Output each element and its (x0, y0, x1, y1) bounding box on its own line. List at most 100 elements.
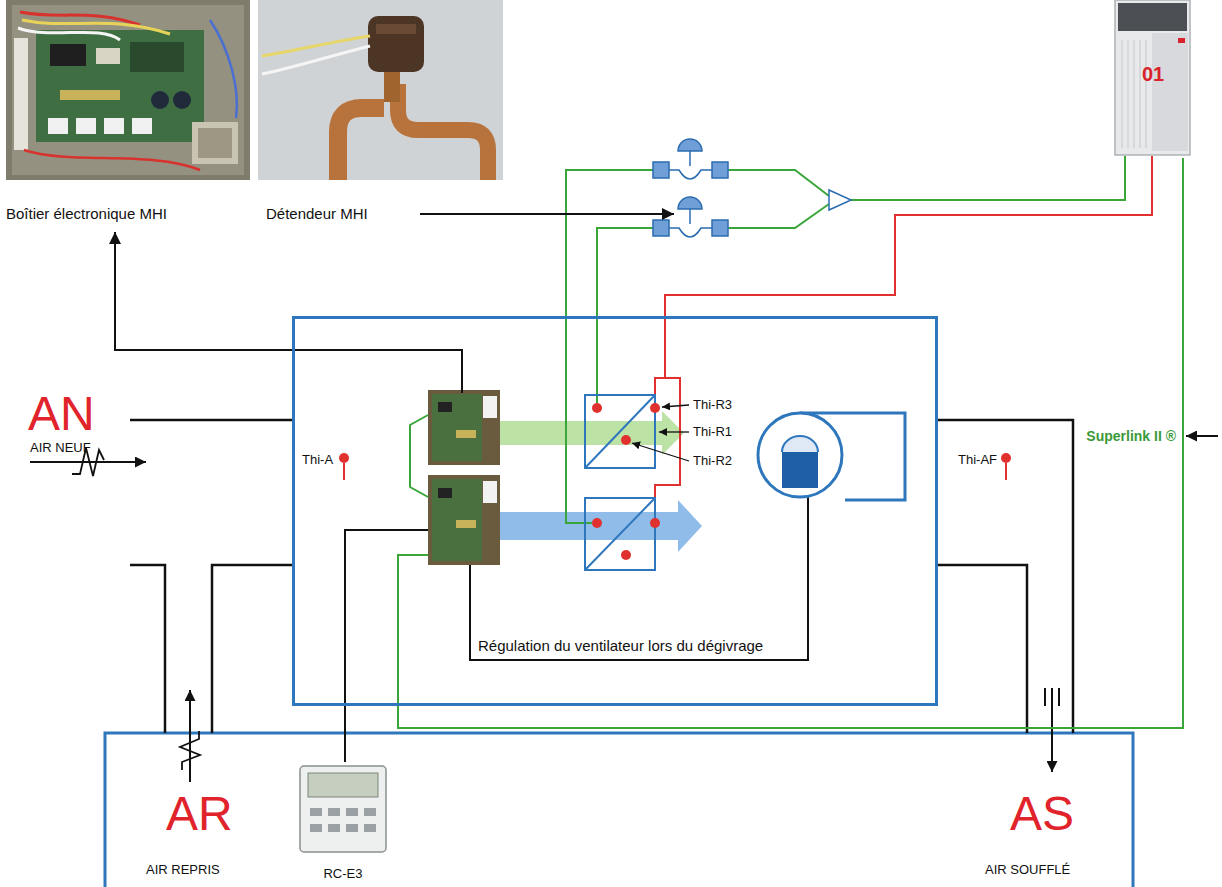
pcb-photo (132, 118, 152, 134)
air-arrow (500, 500, 702, 552)
duct-lines (212, 565, 292, 733)
valve-symbol (678, 197, 702, 209)
valve-photo (398, 84, 488, 180)
remote-controller (364, 824, 376, 832)
valve-symbol (689, 208, 691, 224)
sensor-dot (592, 403, 602, 413)
node-text: 01 (1142, 62, 1164, 86)
pcb-board (428, 475, 500, 565)
connector (344, 706, 346, 762)
pcb-photo (6, 0, 250, 180)
outdoor-unit (1122, 40, 1146, 148)
remote-controller (310, 808, 322, 816)
remote-controller (300, 766, 386, 852)
valve-symbol (653, 220, 669, 236)
leader-line (632, 443, 689, 461)
pcb-photo (198, 128, 232, 158)
valve-photo (262, 36, 370, 56)
sensor-dot (592, 518, 602, 528)
pcb-photo (192, 122, 238, 164)
fan-symbol (758, 413, 905, 500)
air-caption: AIR REPRIS (146, 862, 220, 878)
control-wire (295, 350, 808, 703)
sensor-dot (650, 403, 660, 413)
coil-exchanger (585, 498, 655, 570)
fan-symbol (782, 452, 818, 488)
remote-box: RC-E3 (296, 762, 390, 887)
remote-controller (346, 808, 358, 816)
refrigerant-pipe (728, 204, 829, 228)
node-text: RC-E3 (323, 866, 362, 882)
refrigerant-pipe (665, 156, 1152, 378)
duct-lines (130, 565, 165, 733)
refrigerant-pipe (566, 170, 653, 523)
node-text: Détendeur MHI (266, 205, 368, 223)
refrigerant-pipe (566, 156, 1152, 523)
air-label: AN (28, 390, 95, 438)
leader-line (659, 431, 689, 432)
pcb-photo (60, 90, 120, 100)
duct-lines (130, 420, 1073, 733)
duct-lines (938, 565, 1027, 733)
sensor-dot (339, 453, 349, 463)
connector (398, 158, 1183, 728)
pcb-board (432, 394, 482, 461)
photo-caption-box: Boîtier électronique MHI (4, 0, 254, 232)
pcb-board (483, 396, 497, 418)
valve-symbol (712, 162, 728, 178)
node-text: Régulation du ventilateur lors du dégivr… (478, 637, 763, 655)
refrigerant-pipe (655, 378, 665, 395)
sensor-name: Thi-R1 (693, 424, 732, 440)
pcb-board (438, 488, 452, 498)
pcb-board (428, 390, 500, 565)
valve-photo (258, 0, 503, 180)
pcb-photo (130, 42, 184, 72)
control-wire (470, 490, 808, 660)
airflow-arrow (30, 461, 146, 463)
pcb-photo (12, 5, 244, 175)
remote-controller (328, 808, 340, 816)
sensor-dot (343, 463, 345, 480)
sensor-name: Thi-R2 (693, 453, 732, 469)
valve-symbol (829, 190, 851, 210)
fan-symbol (782, 436, 818, 452)
control-wire (345, 530, 428, 703)
valve-photo (262, 46, 370, 74)
sensor-name: Thi-A (302, 452, 333, 468)
sensor-dot (1001, 453, 1011, 463)
fan-symbol (758, 413, 842, 497)
refrigerant-pipe (655, 378, 680, 498)
sensor-name: Thi-AF (958, 452, 997, 468)
coil-exchanger (585, 498, 655, 570)
pcb-photo (36, 30, 204, 142)
pcb-board (432, 479, 482, 561)
outdoor-unit (1115, 0, 1190, 155)
pcb-photo (14, 38, 28, 150)
node-text: Boîtier électronique MHI (6, 205, 167, 223)
valve-symbol (669, 228, 712, 237)
remote-controller (364, 808, 376, 816)
outdoor-unit (1178, 38, 1185, 43)
remote-controller (308, 773, 378, 797)
pcb-photo (76, 118, 96, 134)
pcb-photo (48, 118, 68, 134)
connector (115, 232, 292, 350)
airflow-arrow (189, 690, 191, 782)
air-caption: AIR NEUF (30, 440, 91, 456)
airflow-arrow (72, 448, 104, 476)
pcb-photo (6, 0, 250, 180)
pcb-photo (210, 20, 237, 118)
pcb-photo (173, 91, 191, 109)
airflow-arrow (1045, 688, 1059, 706)
outdoor-unit (1118, 3, 1187, 31)
coil-exchanger (585, 395, 655, 570)
remote-controller (346, 824, 358, 832)
pcb-photo (104, 118, 124, 134)
leader-line (1186, 435, 1218, 437)
valve-symbol (712, 220, 728, 236)
valve-photo (376, 24, 416, 34)
coil-exchanger (585, 395, 655, 468)
valve-symbol (678, 139, 702, 151)
